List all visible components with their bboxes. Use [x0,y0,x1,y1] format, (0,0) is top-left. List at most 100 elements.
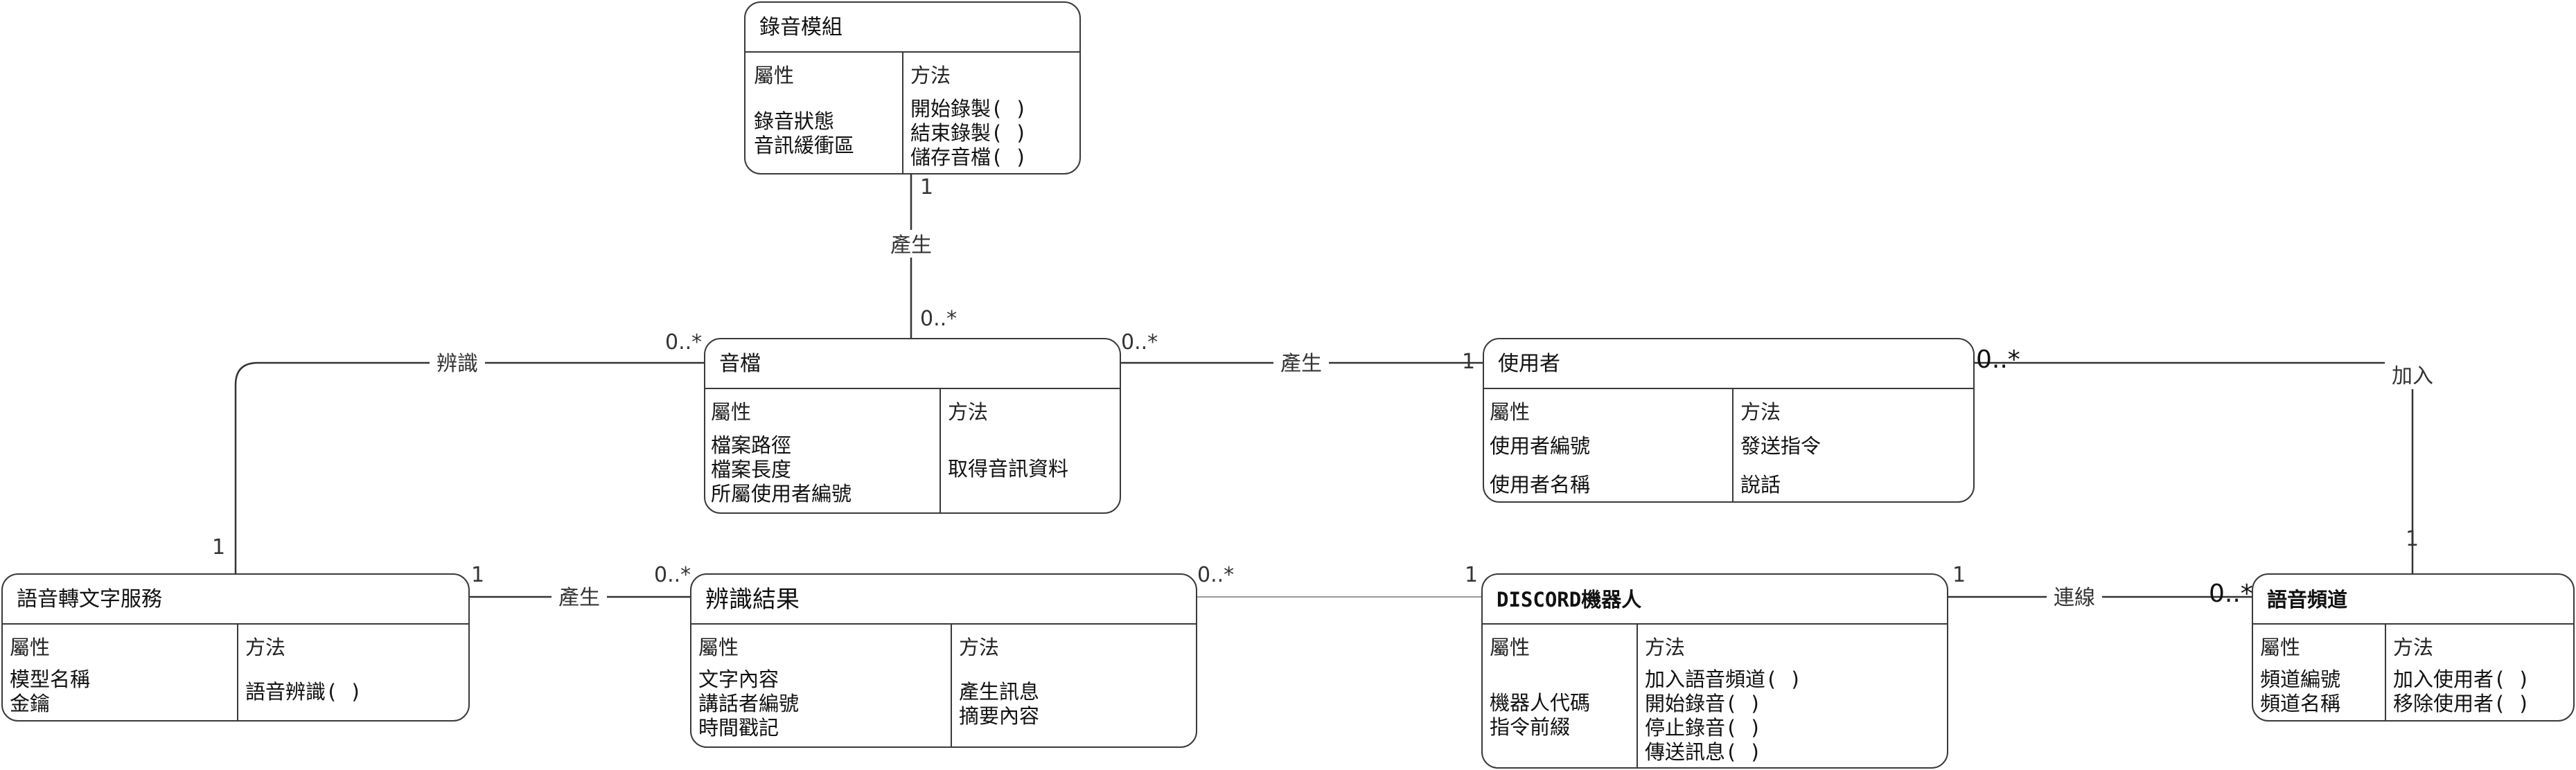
method-item: 產生訊息 [959,680,1040,704]
relationship-label: 產生 [1280,352,1322,376]
methods-header: 方法 [948,400,989,424]
attribute-item: 使用者編號 [1490,434,1591,458]
class-voice-channel[interactable]: 語音頻道 屬性 方法 頻道編號 頻道名稱 加入使用者( ) 移除使用者( ) [2252,573,2575,722]
attribute-item: 指令前綴 [1490,715,1571,739]
multiplicity-rec-audio-source: 1 [920,175,934,199]
multiplicity-rec-audio-target: 0..* [920,307,958,331]
attribute-item: 金鑰 [10,692,51,715]
attribute-item: 使用者名稱 [1490,473,1591,496]
method-item: 發送指令 [1740,434,1821,458]
attribute-item: 頻道名稱 [2260,692,2341,715]
class-title: DISCORD機器人 [1483,575,1947,625]
method-item: 停止錄音( ) [1645,716,1762,740]
relationship-audio-user: 產生 [1121,349,1483,377]
multiplicity-stt-result-source: 1 [471,563,485,587]
relationship-label: 連線 [2054,586,2095,610]
attribute-list: 頻道編號 頻道名稱 [2260,668,2340,716]
relationship-bot-channel: 連線 [1948,583,2252,611]
attribute-list: 機器人代碼 指令前綴 [1490,691,1590,740]
attributes-header: 屬性 [1490,636,1530,659]
column-divider [1637,625,1638,767]
method-item: 語音辨識( ) [245,680,362,704]
column-divider [902,53,903,173]
class-title: 錄音模組 [746,3,1079,53]
method-item: 儲存音檔( ) [910,145,1027,169]
multiplicity-audio-user-target: 1 [1462,350,1476,374]
multiplicity-audio-user-source: 0..* [1121,330,1158,355]
relationship-user-channel: 加入 [1975,361,2440,573]
method-list: 發送指令 說話 [1740,427,1821,504]
attribute-item: 講話者編號 [698,692,800,715]
attribute-item: 所屬使用者編號 [711,482,852,505]
attribute-list: 檔案路徑 檔案長度 所屬使用者編號 [711,433,852,506]
method-item: 結束錄製( ) [910,121,1027,145]
multiplicity-user-channel-target: 1 [2406,527,2419,551]
attributes-header: 屬性 [698,636,739,659]
multiplicity-audio-stt-source: 0..* [665,330,703,355]
multiplicity-user-channel-source: 0..* [1976,346,2020,374]
attributes-header: 屬性 [2260,636,2301,659]
class-title: 辨識結果 [691,575,1196,625]
relationship-audio-stt: 辨識 [234,349,704,573]
attributes-header: 屬性 [10,636,51,659]
attributes-header: 屬性 [1490,400,1530,424]
class-recording-module[interactable]: 錄音模組 屬性 方法 錄音狀態 音訊緩衝區 開始錄製( ) 結束錄製( ) 儲存… [744,1,1081,174]
method-list: 加入使用者( ) 移除使用者( ) [2393,668,2530,716]
attribute-item: 錄音狀態 [754,109,835,133]
methods-header: 方法 [1645,636,1686,659]
class-recognition-result[interactable]: 辨識結果 屬性 方法 文字內容 講話者編號 時間戳記 產生訊息 摘要內容 [690,573,1197,748]
relationship-rec-audio: 產生 [883,174,939,338]
method-item: 加入語音頻道( ) [1645,668,1802,691]
multiplicity-bot-channel-target: 0..* [2209,580,2253,608]
relationship-stt-result: 產生 [470,583,690,611]
attribute-item: 文字內容 [698,668,779,691]
relationship-label: 產生 [558,586,600,610]
method-item: 摘要內容 [959,704,1040,728]
attribute-item: 檔案路徑 [711,433,792,457]
methods-header: 方法 [245,636,286,659]
class-discord-bot[interactable]: DISCORD機器人 屬性 方法 機器人代碼 指令前綴 加入語音頻道( ) 開始… [1481,573,1948,769]
method-item: 傳送訊息( ) [1645,740,1762,764]
column-divider [951,625,952,746]
method-list: 開始錄製( ) 結束錄製( ) 儲存音檔( ) [910,97,1027,170]
attribute-item: 機器人代碼 [1490,691,1591,715]
method-list: 語音辨識( ) [245,680,362,704]
multiplicity-stt-result-target: 0..* [654,563,691,587]
methods-header: 方法 [2393,636,2434,659]
attributes-header: 屬性 [754,64,795,87]
attribute-item: 音訊緩衝區 [754,134,855,157]
attributes-header: 屬性 [711,400,752,424]
column-divider [939,389,941,512]
class-audio-file[interactable]: 音檔 屬性 方法 檔案路徑 檔案長度 所屬使用者編號 取得音訊資料 [704,338,1121,514]
methods-header: 方法 [910,64,951,87]
method-list: 取得音訊資料 [948,457,1068,481]
multiplicity-result-bot-source: 0..* [1197,563,1235,587]
relationship-label: 加入 [2392,364,2433,388]
class-title: 語音頻道 [2253,575,2573,625]
relationship-label: 辨識 [436,352,478,376]
class-title: 語音轉文字服務 [3,575,468,625]
column-divider [237,625,238,720]
attribute-item: 模型名稱 [10,668,91,691]
methods-header: 方法 [959,636,1000,659]
relationship-label: 產生 [890,233,932,258]
method-list: 加入語音頻道( ) 開始錄音( ) 停止錄音( ) 傳送訊息( ) [1645,668,1801,764]
class-stt-service[interactable]: 語音轉文字服務 屬性 方法 模型名稱 金鑰 語音辨識( ) [1,573,470,722]
class-title: 使用者 [1484,339,1973,389]
method-item: 說話 [1740,473,1781,496]
attribute-list: 文字內容 講話者編號 時間戳記 [698,668,799,740]
class-title: 音檔 [705,339,1120,389]
multiplicity-audio-stt-target: 1 [212,535,226,559]
multiplicity-result-bot-target: 1 [1465,563,1479,587]
column-divider [1732,389,1733,501]
multiplicity-bot-channel-source: 1 [1952,563,1966,587]
class-user[interactable]: 使用者 屬性 方法 使用者編號 使用者名稱 發送指令 說話 [1483,338,1975,503]
method-list: 產生訊息 摘要內容 [959,680,1039,728]
method-item: 加入使用者( ) [2393,668,2530,691]
method-item: 開始錄音( ) [1645,692,1762,715]
attribute-item: 頻道編號 [2260,668,2341,691]
method-item: 移除使用者( ) [2393,692,2530,715]
attribute-item: 檔案長度 [711,458,792,481]
attribute-list: 錄音狀態 音訊緩衝區 [754,109,854,158]
